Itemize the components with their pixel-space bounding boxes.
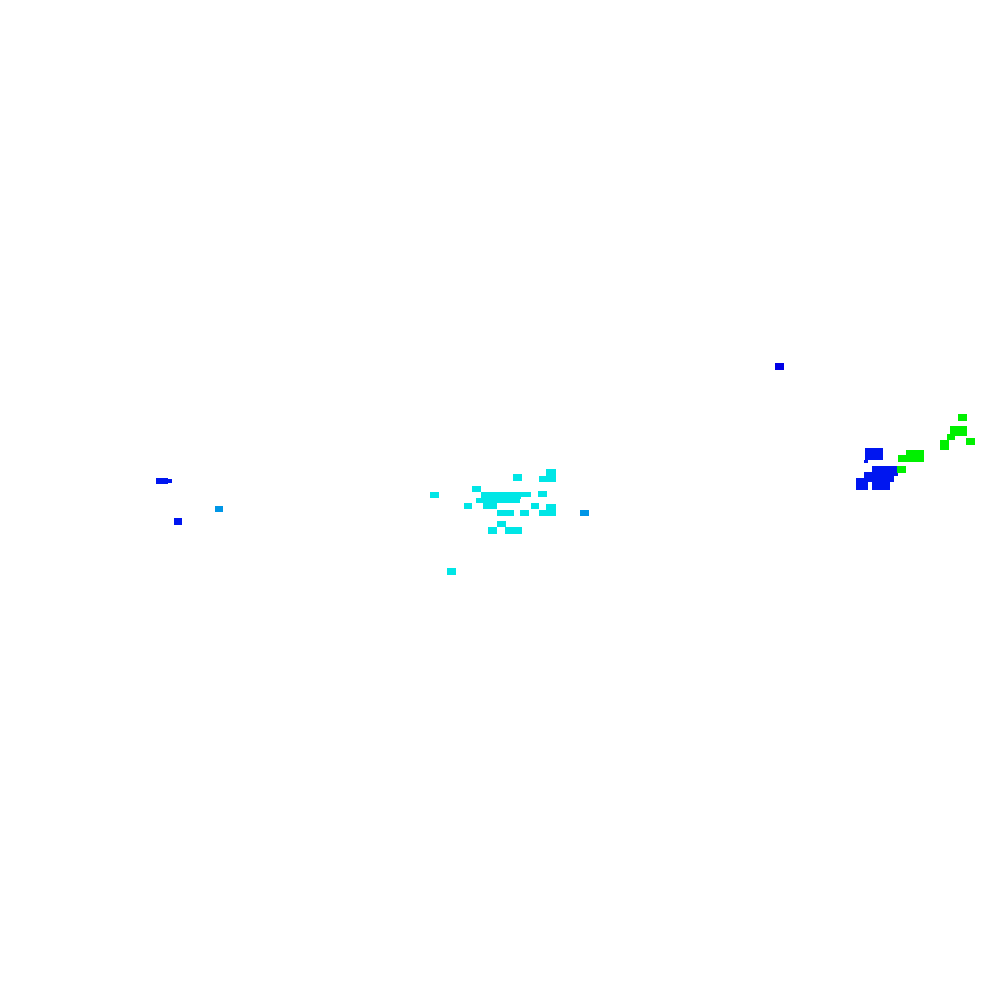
left-sky-blue-speck bbox=[215, 506, 223, 512]
left-sky-blue-speck-pixel-0 bbox=[215, 506, 223, 512]
right-green-cluster-pixel-1 bbox=[950, 426, 967, 436]
right-green-cluster-pixel-3 bbox=[940, 440, 949, 450]
center-cyan-cluster-pixel-19 bbox=[505, 527, 522, 534]
right-green-cluster-pixel-6 bbox=[898, 455, 924, 462]
center-cyan-cluster-pixel-18 bbox=[488, 527, 497, 534]
right-blue-cluster-pixel-2 bbox=[872, 466, 898, 476]
center-cyan-cluster-pixel-12 bbox=[497, 510, 514, 516]
center-cyan-cluster-pixel-17 bbox=[497, 521, 506, 527]
center-cyan-cluster-pixel-10 bbox=[520, 492, 531, 497]
center-cyan-cluster-pixel-14 bbox=[531, 503, 539, 509]
center-cyan-cluster-pixel-1 bbox=[447, 568, 456, 575]
center-cyan-cluster-pixel-9 bbox=[546, 469, 556, 476]
right-blue-cluster bbox=[856, 448, 898, 490]
right-blue-cluster-pixel-4 bbox=[856, 478, 868, 490]
right-blue-cluster-pixel-0 bbox=[865, 448, 883, 460]
center-cyan-cluster-pixel-3 bbox=[481, 492, 521, 499]
center-cyan-cluster-pixel-8 bbox=[539, 476, 556, 482]
center-cyan-cluster-pixel-6 bbox=[464, 503, 472, 509]
right-green-cluster-pixel-4 bbox=[966, 438, 975, 445]
right-green-cluster-pixel-0 bbox=[958, 414, 967, 421]
left-blue-cluster-pixel-2 bbox=[174, 518, 182, 525]
center-cyan-cluster-pixel-0 bbox=[430, 492, 439, 498]
center-cyan-cluster-pixel-2 bbox=[472, 486, 481, 492]
center-cyan-cluster-pixel-7 bbox=[513, 474, 522, 481]
center-cyan-cluster-pixel-4 bbox=[476, 498, 520, 503]
left-blue-cluster-pixel-1 bbox=[166, 479, 172, 483]
center-right-sky-blue-speck-pixel-0 bbox=[580, 510, 589, 516]
right-blue-cluster-pixel-3 bbox=[864, 472, 894, 482]
center-cyan-cluster-pixel-16 bbox=[546, 504, 556, 511]
right-blue-cluster-pixel-5 bbox=[872, 480, 890, 490]
right-green-cluster bbox=[897, 414, 975, 473]
right-blue-cluster-pixel-1 bbox=[864, 460, 868, 463]
center-cyan-cluster bbox=[430, 469, 556, 575]
right-green-cluster-pixel-7 bbox=[897, 466, 906, 473]
center-cyan-cluster-pixel-13 bbox=[520, 510, 529, 516]
left-blue-cluster-pixel-0 bbox=[156, 478, 168, 484]
center-cyan-cluster-pixel-11 bbox=[538, 491, 547, 497]
center-cyan-cluster-pixel-5 bbox=[483, 503, 497, 509]
center-right-sky-blue-speck bbox=[580, 510, 589, 516]
upper-right-blue-speck-pixel-0 bbox=[775, 363, 784, 370]
right-green-cluster-pixel-2 bbox=[947, 434, 955, 440]
left-blue-cluster bbox=[156, 478, 182, 525]
right-green-cluster-pixel-5 bbox=[906, 450, 924, 456]
center-cyan-cluster-pixel-15 bbox=[539, 510, 556, 516]
upper-right-blue-speck bbox=[775, 363, 784, 370]
